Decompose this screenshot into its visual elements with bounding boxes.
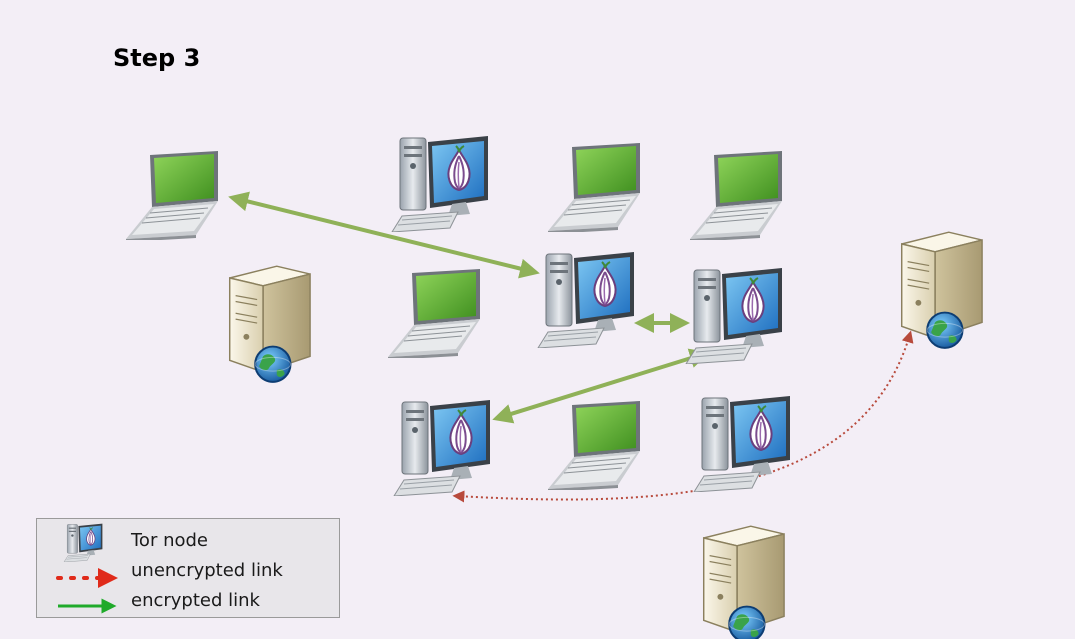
laptop-icon xyxy=(387,268,481,358)
tor-node-icon xyxy=(392,398,492,496)
legend-label-unencrypted: unencrypted link xyxy=(131,560,283,581)
links-layer xyxy=(228,191,914,503)
laptop-icon xyxy=(125,150,219,240)
legend-label-encrypted: encrypted link xyxy=(131,590,260,611)
laptop-icon xyxy=(689,150,783,240)
server-icon xyxy=(702,525,786,639)
tor-node-icon xyxy=(684,266,784,364)
laptop-icon xyxy=(547,400,641,490)
legend-label-tor-node: Tor node xyxy=(131,530,208,551)
laptop-icon xyxy=(547,142,641,232)
server-icon xyxy=(228,265,312,383)
server-icon xyxy=(900,231,984,349)
tor-node-icon xyxy=(390,134,490,232)
encrypted-link-arrow xyxy=(228,191,540,279)
legend-box: Tor node unencrypted link encrypted link xyxy=(36,518,340,618)
tor-node-icon xyxy=(692,394,792,492)
diagram-title: Step 3 xyxy=(113,44,201,72)
tor-node-icon xyxy=(536,250,636,348)
